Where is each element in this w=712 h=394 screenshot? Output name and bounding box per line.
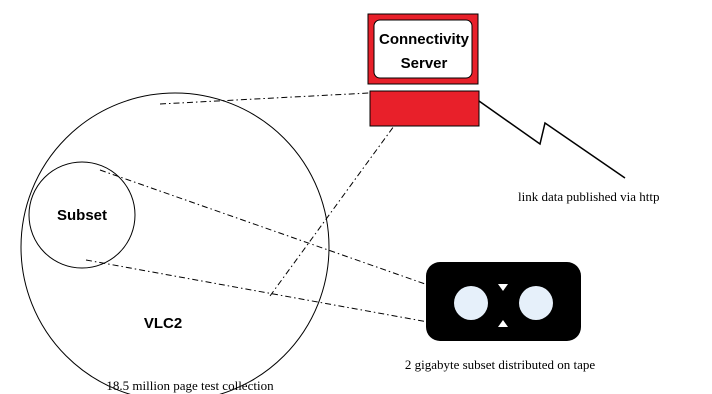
tape-reel-right bbox=[519, 286, 553, 320]
subset-label: Subset bbox=[57, 207, 107, 224]
lightning-link-icon bbox=[478, 100, 626, 179]
server-monitor-screen bbox=[373, 19, 473, 79]
tape-body bbox=[426, 262, 581, 341]
vlc2-label: VLC2 bbox=[144, 315, 182, 332]
tape-window-marker-top bbox=[498, 284, 508, 291]
publish-caption: link data published via http bbox=[518, 189, 660, 204]
tape-window-marker-bottom bbox=[498, 320, 508, 327]
tape-cassette-icon bbox=[426, 262, 581, 341]
subset-circle bbox=[28, 161, 136, 269]
collection-caption: 18.5 million page test collection bbox=[106, 378, 274, 393]
server-title-line2: Server bbox=[401, 55, 448, 72]
connector-subset-to-tape-bottom bbox=[85, 259, 429, 323]
server-icon bbox=[367, 13, 480, 127]
server-base-unit bbox=[369, 90, 480, 127]
connector-subset-to-tape-top bbox=[99, 169, 429, 286]
connector-vlc2-to-server-top bbox=[159, 92, 370, 105]
server-title-line1: Connectivity bbox=[379, 31, 470, 48]
tape-reel-left bbox=[454, 286, 488, 320]
tape-caption: 2 gigabyte subset distributed on tape bbox=[405, 357, 596, 372]
